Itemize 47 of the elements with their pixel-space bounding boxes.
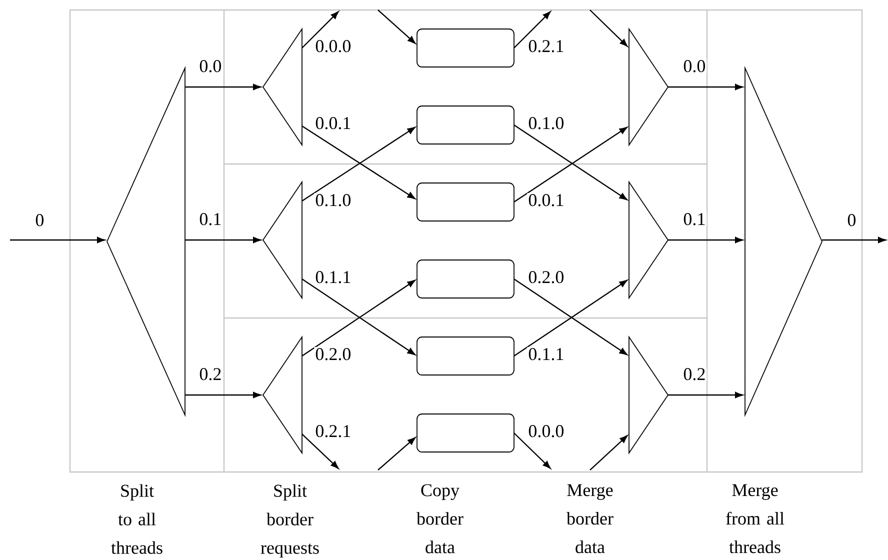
arrow: [302, 11, 339, 48]
copy-box: [416, 182, 514, 222]
arrow: [668, 392, 743, 398]
edge-label: 0.0.1: [314, 116, 352, 130]
copy-box: [416, 106, 514, 144]
arrow: [185, 236, 261, 244]
edge-label: 0.1.0: [314, 193, 352, 208]
copy-box: [416, 28, 514, 68]
edge-label: 0.0: [682, 59, 707, 74]
edge-label: 0.2.1: [314, 424, 352, 438]
arrow: [302, 434, 339, 469]
edge-label: 0: [34, 213, 46, 228]
column-caption: Split to all threads: [111, 484, 162, 554]
copy-box: [416, 414, 514, 452]
edge-label: 0.2.0: [314, 347, 352, 362]
arrow: [590, 435, 628, 470]
column-caption: Merge from all threads: [726, 484, 784, 554]
arrow: [378, 10, 416, 44]
arrow: [668, 236, 743, 244]
arrow: [378, 437, 416, 470]
arrow: [590, 10, 628, 47]
edge-label: 0.0: [198, 59, 223, 74]
edge-label: 0: [846, 213, 858, 228]
edge-label: 0.0.0: [527, 424, 566, 438]
column-caption: Split border requests: [260, 484, 319, 558]
edge-label: 0.2.0: [527, 270, 566, 284]
edge-label: 0.1.1: [527, 347, 566, 362]
column-caption: Copy border data: [416, 484, 464, 554]
arrow: [10, 236, 105, 244]
edge-label: 0.2: [198, 367, 223, 382]
arrow: [514, 432, 551, 469]
arrow: [514, 11, 551, 48]
copy-box: [416, 336, 514, 376]
edge-label: 0.1.1: [314, 270, 352, 284]
edge-label: 0.1: [682, 212, 707, 226]
edge-label: 0.1.0: [527, 116, 566, 130]
edge-label: 0.0.1: [527, 193, 566, 208]
arrow: [822, 236, 886, 244]
arrow: [185, 392, 261, 398]
edge-label: 0.1: [198, 212, 223, 226]
arrow: [668, 84, 743, 90]
edge-label: 0.0.0: [314, 39, 352, 54]
edge-label: 0.2.1: [527, 39, 566, 54]
column-caption: Merge border data: [566, 484, 614, 554]
arrow: [185, 84, 261, 90]
copy-box: [416, 260, 514, 298]
edge-label: 0.2: [682, 367, 707, 382]
